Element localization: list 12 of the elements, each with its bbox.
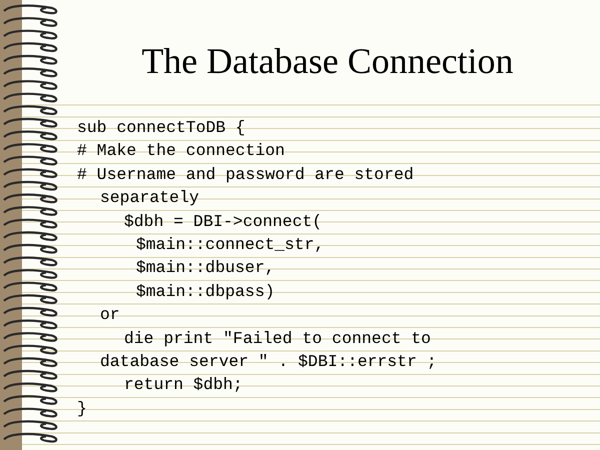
code-line: die print "Failed to connect to database server " . $DBI::errstr ; xyxy=(99,328,438,374)
code-line: $main::dbpass) xyxy=(136,280,276,303)
slide-title: The Database Connection xyxy=(140,40,514,82)
code-line: sub connectToDB { xyxy=(77,117,246,139)
code-line: } xyxy=(77,398,88,420)
code-line: $main::dbuser, xyxy=(136,257,276,280)
code-line: $main::connect_str, xyxy=(136,234,326,256)
code-line: return $dbh; xyxy=(124,374,244,396)
code-line: $dbh = DBI->connect( xyxy=(124,210,324,233)
code-line: # Username and password are stored separately xyxy=(77,164,415,210)
code-line: or xyxy=(100,304,121,326)
code-line: # Make the connection xyxy=(77,140,286,162)
